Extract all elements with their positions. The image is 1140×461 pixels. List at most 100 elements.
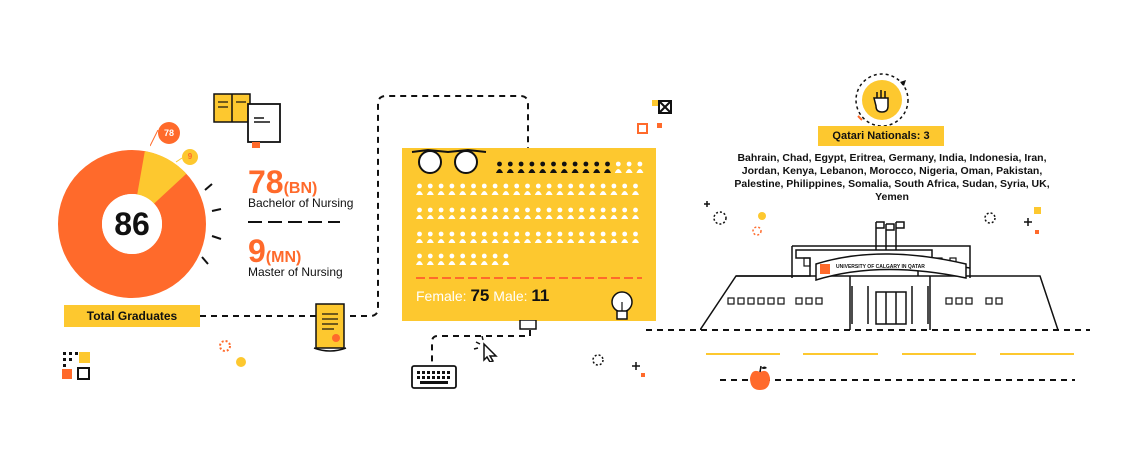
female-person-icon bbox=[491, 231, 499, 243]
female-person-icon bbox=[524, 183, 531, 195]
female-person-icon bbox=[610, 231, 618, 243]
female-person-icon bbox=[578, 231, 585, 243]
female-person-icon bbox=[599, 207, 607, 219]
female-person-icon bbox=[556, 183, 564, 195]
female-person-icon bbox=[448, 231, 456, 243]
books-icon bbox=[213, 93, 281, 148]
building-sign-text: UNIVERSITY OF CALGARY IN QATAR bbox=[836, 264, 925, 270]
qatari-nationals-label: Qatari Nationals: 3 bbox=[818, 126, 944, 146]
female-person-icon bbox=[513, 231, 521, 243]
female-person-icon bbox=[437, 183, 445, 195]
female-person-icon bbox=[416, 231, 423, 243]
female-person-icon bbox=[426, 207, 434, 219]
female-person-icon bbox=[534, 231, 542, 243]
female-person-icon bbox=[502, 231, 510, 243]
female-person-icon bbox=[491, 183, 499, 195]
bn-badge: 78 bbox=[158, 122, 180, 144]
female-person-icon bbox=[621, 183, 629, 195]
female-person-icon bbox=[459, 253, 467, 265]
female-person-icon bbox=[632, 183, 639, 195]
female-person-icon bbox=[567, 231, 575, 243]
countries-list: Bahrain, Chad, Egypt, Eritrea, Germany, … bbox=[734, 152, 1050, 203]
female-person-icon bbox=[459, 231, 467, 243]
female-person-icon bbox=[480, 253, 488, 265]
female-person-icon bbox=[556, 231, 564, 243]
female-person-icon bbox=[502, 253, 510, 265]
fist-icon bbox=[855, 73, 909, 130]
female-person-icon bbox=[636, 161, 644, 173]
gender-stats: Female: 75 Male: 11 bbox=[416, 286, 549, 306]
female-label: Female: bbox=[416, 288, 467, 304]
female-person-icon bbox=[459, 183, 467, 195]
male-person-icon bbox=[582, 161, 590, 173]
bn-abbr: (BN) bbox=[283, 180, 318, 197]
donut-mn-segment bbox=[136, 151, 187, 205]
lightbulb-icon bbox=[611, 291, 633, 320]
female-person-icon bbox=[625, 161, 633, 173]
diploma-icon bbox=[313, 303, 347, 352]
female-person-icon bbox=[480, 231, 488, 243]
female-person-icon bbox=[556, 207, 564, 219]
keyboard-icon bbox=[411, 365, 457, 389]
female-person-icon bbox=[513, 207, 521, 219]
female-person-icon bbox=[470, 207, 477, 219]
female-person-icon bbox=[621, 207, 629, 219]
female-person-icon bbox=[448, 183, 456, 195]
female-person-icon bbox=[502, 207, 510, 219]
female-person-icon bbox=[437, 207, 445, 219]
female-person-icon bbox=[610, 183, 618, 195]
female-person-icon bbox=[545, 207, 553, 219]
female-person-icon bbox=[416, 183, 423, 195]
male-person-icon bbox=[550, 161, 557, 173]
female-person-icon bbox=[513, 183, 521, 195]
female-person-icon bbox=[470, 231, 477, 243]
male-person-icon bbox=[517, 161, 525, 173]
female-person-icon bbox=[567, 183, 575, 195]
male-person-icon bbox=[528, 161, 536, 173]
female-person-icon bbox=[437, 231, 445, 243]
screen-divider bbox=[416, 277, 642, 279]
male-label: Male: bbox=[493, 288, 528, 304]
female-person-icon bbox=[545, 231, 553, 243]
female-person-icon bbox=[614, 161, 622, 173]
total-graduates-label: Total Graduates bbox=[64, 305, 200, 327]
female-person-icon bbox=[578, 183, 585, 195]
female-person-icon bbox=[459, 207, 467, 219]
people-grid bbox=[416, 161, 644, 265]
female-person-icon bbox=[524, 231, 531, 243]
female-person-icon bbox=[599, 231, 607, 243]
mn-value: 9 bbox=[248, 233, 266, 269]
cursor-icon bbox=[473, 336, 498, 362]
female-person-icon bbox=[524, 207, 531, 219]
female-person-icon bbox=[416, 207, 423, 219]
male-value: 11 bbox=[531, 286, 550, 305]
male-person-icon bbox=[539, 161, 547, 173]
female-value: 75 bbox=[470, 286, 490, 305]
female-person-icon bbox=[426, 231, 434, 243]
male-person-icon bbox=[496, 161, 503, 173]
female-person-icon bbox=[534, 207, 542, 219]
female-person-icon bbox=[491, 253, 499, 265]
monitor-stand bbox=[519, 320, 537, 330]
female-person-icon bbox=[448, 253, 456, 265]
total-graduates-value: 86 bbox=[114, 206, 150, 242]
female-person-icon bbox=[426, 183, 434, 195]
bn-label: Bachelor of Nursing bbox=[248, 196, 354, 210]
male-person-icon bbox=[571, 161, 579, 173]
mn-badge: 9 bbox=[182, 149, 198, 165]
female-person-icon bbox=[545, 183, 553, 195]
donut-bn-segment bbox=[58, 150, 206, 298]
glasses-icon bbox=[411, 148, 487, 174]
apple-icon bbox=[750, 365, 770, 390]
female-person-icon bbox=[416, 253, 423, 265]
female-person-icon bbox=[480, 183, 488, 195]
female-person-icon bbox=[632, 231, 639, 243]
mn-stat: 9(MN) bbox=[248, 235, 301, 274]
female-person-icon bbox=[502, 183, 510, 195]
female-person-icon bbox=[588, 207, 596, 219]
bn-stat: 78(BN) bbox=[248, 166, 317, 205]
mn-label: Master of Nursing bbox=[248, 265, 343, 279]
badge-leaders bbox=[150, 130, 183, 163]
female-person-icon bbox=[448, 207, 456, 219]
